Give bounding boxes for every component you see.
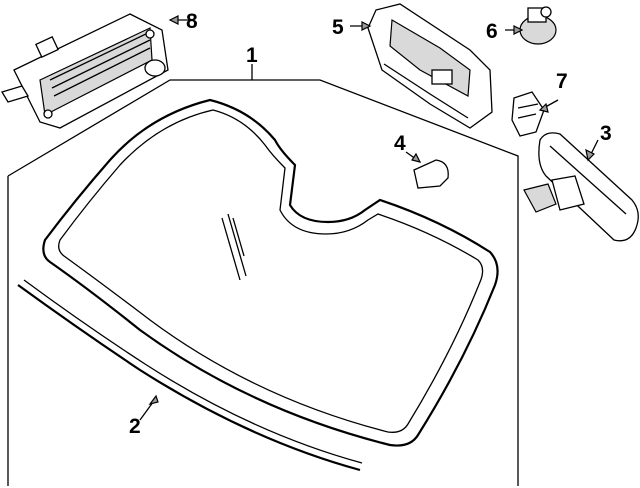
assembly-frame: [7, 79, 519, 486]
cover-cap: [413, 159, 449, 189]
callout-5: 5: [332, 16, 344, 39]
callout-6: 6: [486, 20, 498, 43]
callout-3: 3: [600, 122, 612, 145]
leader-lines: [139, 15, 599, 421]
sensor-module: [1, 13, 169, 129]
mounting-clip: [511, 91, 545, 137]
callout-1: 1: [246, 44, 258, 67]
callout-4: 4: [394, 132, 406, 155]
sensor-cap: [519, 6, 557, 45]
callout-2: 2: [129, 415, 141, 438]
rear-view-mirror: [523, 132, 639, 242]
callout-7: 7: [556, 70, 568, 93]
windshield-moulding: [17, 284, 361, 472]
windshield-glass: [42, 98, 499, 447]
mount-bracket: [367, 3, 493, 129]
callout-8: 8: [186, 10, 198, 33]
